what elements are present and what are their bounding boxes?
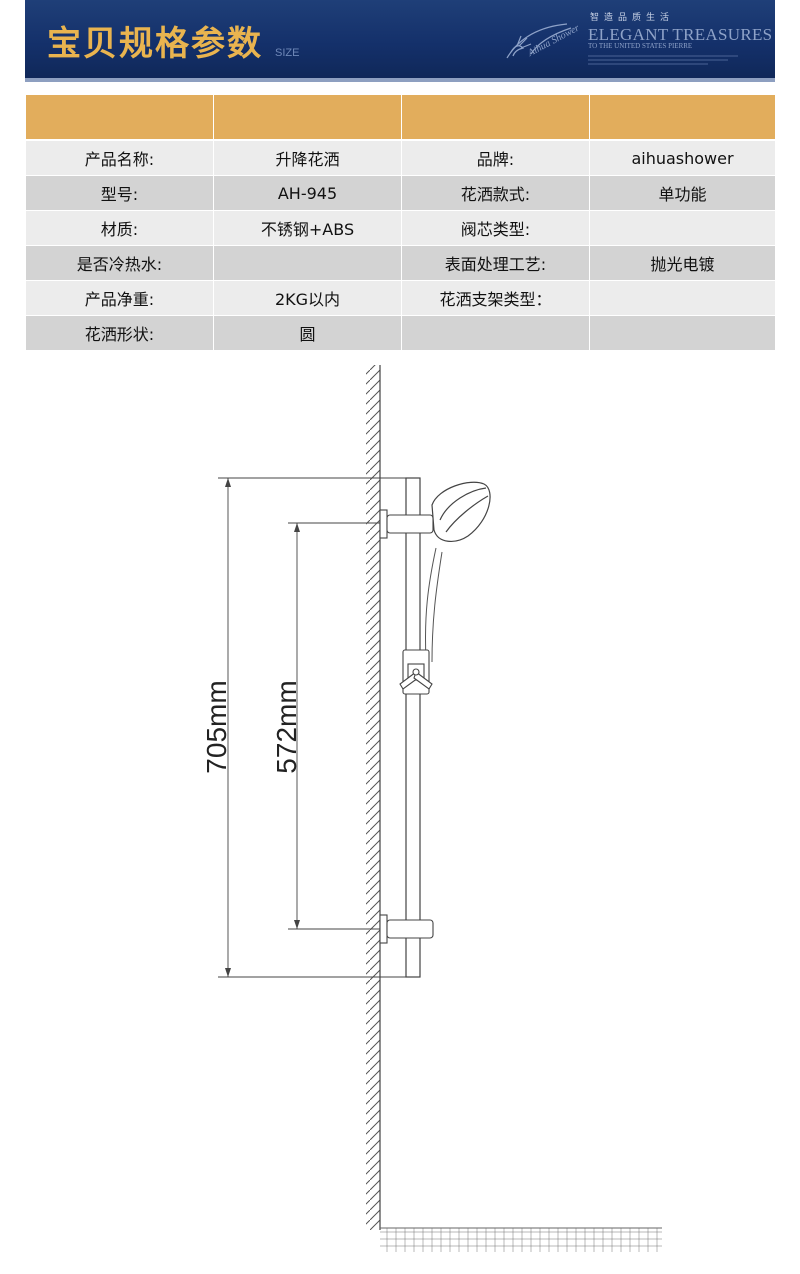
dimension-label-total: 705mm (201, 680, 232, 773)
spec-label: 花洒支架类型： (401, 280, 590, 316)
spec-value: 2KG以内 (213, 280, 402, 316)
spec-value (589, 210, 776, 246)
table-row: 产品净重: 2KG以内 花洒支架类型： (25, 280, 776, 316)
spec-label: 是否冷热水: (25, 245, 214, 281)
spec-value (589, 280, 776, 316)
spec-value: 不锈钢+ABS (213, 210, 402, 246)
spec-label: 阀芯类型: (401, 210, 590, 246)
dimension-lines (218, 477, 412, 978)
bottom-bracket (379, 914, 434, 944)
floor (380, 1227, 662, 1252)
hand-shower-head (431, 481, 491, 542)
tagline-cn: 智造品质生活 (590, 13, 675, 23)
tagline-en: ELEGANT TREASURES (588, 25, 773, 44)
spec-value: AH-945 (213, 175, 402, 211)
spec-label: 品牌: (401, 140, 590, 176)
shower-hose (424, 547, 443, 663)
header-cell (401, 95, 590, 141)
spec-value (213, 245, 402, 281)
table-row: 花洒形状: 圆 (25, 315, 776, 351)
header-cell (589, 95, 776, 141)
table-header-row (25, 95, 776, 141)
dimension-arrows (225, 478, 300, 977)
tagline-en-small: TO THE UNITED STATES PIERRE (588, 42, 693, 50)
page-title: 宝贝规格参数 (47, 24, 263, 64)
spec-value (589, 315, 776, 351)
spec-value: 升降花洒 (213, 140, 402, 176)
slider-knob (399, 649, 433, 695)
spec-label: 表面处理工艺: (401, 245, 590, 281)
header-cell (213, 95, 402, 141)
header-banner: 宝贝规格参数 SIZE Aihua Shower 智造品质生活 ELEGANT … (25, 0, 775, 82)
table-row: 是否冷热水: 表面处理工艺: 抛光电镀 (25, 245, 776, 281)
shower-dimension-diagram: 705mm 572mm (201, 365, 662, 1252)
spec-label: 花洒款式: (401, 175, 590, 211)
spec-table: 产品名称: 升降花洒 品牌: aihuashower 型号: AH-945 花洒… (25, 95, 776, 351)
table-row: 产品名称: 升降花洒 品牌: aihuashower (25, 140, 776, 176)
spec-label: 型号: (25, 175, 214, 211)
header-cell (25, 95, 214, 141)
spec-label: 材质: (25, 210, 214, 246)
spec-label: 花洒形状: (25, 315, 214, 351)
slide-rail (405, 477, 421, 978)
wall (366, 365, 381, 1230)
table-row: 型号: AH-945 花洒款式: 单功能 (25, 175, 776, 211)
top-bracket (379, 509, 434, 539)
spec-value: 抛光电镀 (589, 245, 776, 281)
page-subtitle: SIZE (275, 47, 300, 59)
decorative-lines (588, 55, 738, 65)
dimension-label-bracket: 572mm (271, 680, 302, 773)
brand-logo: Aihua Shower (497, 12, 589, 68)
spec-label: 产品名称: (25, 140, 214, 176)
spec-value: aihuashower (589, 140, 776, 176)
svg-text:Aihua Shower: Aihua Shower (525, 23, 581, 60)
spec-value: 单功能 (589, 175, 776, 211)
spec-label: 产品净重: (25, 280, 214, 316)
spec-label (401, 315, 590, 351)
spec-value: 圆 (213, 315, 402, 351)
table-row: 材质: 不锈钢+ABS 阀芯类型: (25, 210, 776, 246)
